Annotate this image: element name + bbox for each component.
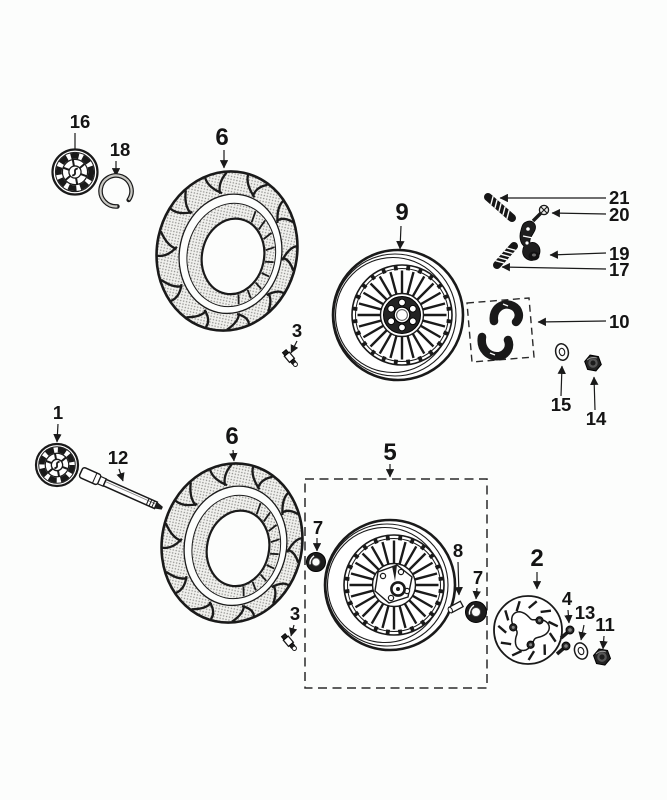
part-3-rear-valve [281, 349, 298, 367]
damper-highlight [502, 303, 509, 307]
part-10-damper-kit [466, 297, 535, 363]
leader-17 [501, 262, 607, 272]
callout-5: 5 [383, 439, 396, 466]
part-15-washer [554, 343, 570, 361]
part-1-hub-cap [34, 442, 80, 488]
callout-13: 13 [575, 602, 596, 623]
callout-9: 9 [395, 199, 408, 226]
leader-4 [564, 609, 573, 624]
leader-1 [53, 423, 62, 443]
leader-6-front [229, 449, 238, 462]
leader-20 [551, 208, 607, 218]
leader-7-right [472, 587, 481, 600]
callout-20: 20 [609, 204, 630, 225]
leader-8 [454, 561, 463, 596]
leader-14 [590, 376, 599, 411]
callout-14: 14 [586, 408, 607, 429]
damper-lower [477, 332, 514, 361]
callout-8: 8 [453, 540, 463, 561]
callout-1: 1 [53, 402, 63, 423]
callout-6-front: 6 [225, 423, 238, 450]
part-17-spring [493, 242, 518, 269]
spacer-end [447, 606, 453, 614]
leader-9 [396, 225, 405, 250]
part-21-spring-screw [484, 193, 516, 222]
part-13-washer [573, 642, 589, 660]
damper-upper [489, 300, 524, 327]
callout-labels: 16 18 6 9 21 20 19 17 3 10 15 14 1 12 6 … [53, 111, 630, 635]
part-7-left-seal [306, 552, 326, 572]
callout-17: 17 [609, 259, 630, 280]
leader-12 [116, 468, 125, 482]
part-6-front-tyre [160, 462, 304, 624]
leader-lines [53, 133, 608, 650]
front-wheel-kit-box [304, 478, 488, 689]
callout-21: 21 [609, 187, 630, 208]
callout-2: 2 [530, 545, 543, 572]
damper-kit-dashed-box [466, 297, 535, 363]
leader-10 [537, 317, 607, 327]
damper-highlight-2 [489, 352, 496, 356]
part-4-disc-screws [555, 625, 575, 656]
part-12-axle [78, 467, 163, 510]
part-7-right-seal [465, 601, 487, 623]
callout-12: 12 [108, 447, 129, 468]
part-11-nut [592, 648, 612, 666]
leader-13 [578, 624, 587, 641]
callout-3-rear: 3 [292, 320, 302, 341]
callout-7-left: 7 [313, 517, 323, 538]
callout-6-rear: 6 [215, 124, 228, 151]
callout-10: 10 [609, 311, 630, 332]
part-19-bracket [519, 220, 541, 261]
callout-7-right: 7 [473, 567, 483, 588]
part-2-brake-disc [493, 595, 563, 665]
part-9-rear-rim [331, 248, 465, 382]
leader-19 [549, 250, 607, 259]
part-18-circlip [98, 173, 134, 209]
part-8-spacer [447, 600, 465, 614]
leader-3-front [289, 624, 298, 637]
callout-11: 11 [595, 614, 615, 635]
callout-16: 16 [70, 111, 91, 132]
part-6-rear-tyre [155, 170, 299, 332]
part-5-dashed-box [304, 478, 488, 689]
callout-4: 4 [562, 588, 573, 609]
part-14-nut [584, 354, 602, 372]
leader-3-rear [290, 340, 299, 354]
leader-11 [599, 635, 608, 650]
part-20-screw [531, 204, 550, 223]
callout-15: 15 [551, 394, 572, 415]
part-5-front-rim [323, 518, 457, 652]
callout-19: 19 [609, 243, 630, 264]
callout-18: 18 [110, 139, 131, 160]
leader-15 [557, 365, 566, 397]
callout-3-front: 3 [290, 603, 300, 624]
part-3-front-valve [280, 633, 297, 651]
part-16-hub-cap [51, 148, 99, 196]
